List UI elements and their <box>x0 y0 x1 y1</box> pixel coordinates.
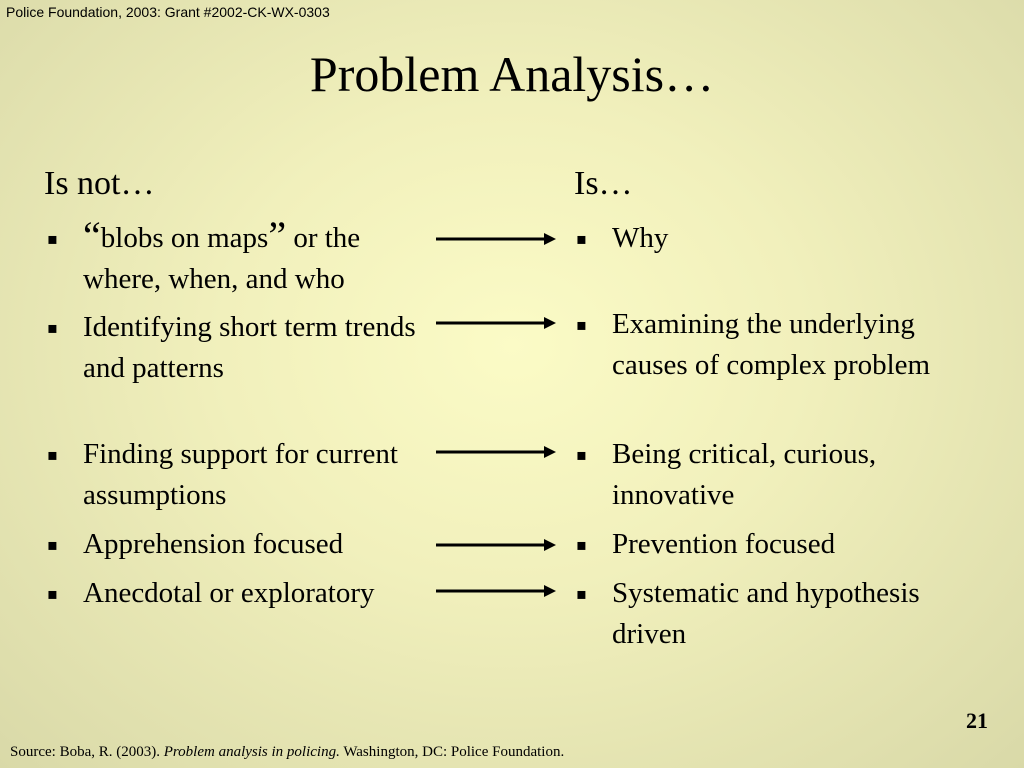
right-arrow-icon <box>436 233 556 245</box>
bullet-text: Identifying short term trends and patter… <box>83 311 416 384</box>
left-bullet-2: ▪ Identifying short term trends and patt… <box>47 307 423 389</box>
bullet-marker: ▪ <box>47 318 58 337</box>
bullet-marker: ▪ <box>576 584 587 603</box>
bullet-text: Systematic and hypothesis driven <box>612 577 920 650</box>
page-number: 21 <box>966 708 988 733</box>
right-bullet-3: ▪ Being critical, curious, innovative <box>576 434 992 516</box>
right-arrow-icon <box>436 585 556 597</box>
right-arrow-icon <box>436 317 556 329</box>
left-bullet-1: ▪ “blobs on maps” or the where, when, an… <box>47 216 423 300</box>
bullet-text: Why <box>612 222 669 254</box>
open-quote: “ <box>83 213 101 258</box>
bullet-marker: ▪ <box>47 445 58 464</box>
source-suffix: Washington, DC: Police Foundation. <box>339 744 565 760</box>
bullet-marker: ▪ <box>576 315 587 334</box>
right-bullet-2: ▪ Examining the underlying causes of com… <box>576 304 992 386</box>
right-bullet-4: ▪ Prevention focused <box>576 524 992 565</box>
close-quote: ” <box>268 213 287 258</box>
bullet-text: Finding support for current assumptions <box>83 438 398 511</box>
left-bullet-3: ▪ Finding support for current assumption… <box>47 434 423 516</box>
source-citation: Source: Boba, R. (2003). Problem analysi… <box>10 744 564 761</box>
left-bullet-5: ▪ Anecdotal or exploratory <box>47 573 433 614</box>
header-note: Police Foundation, 2003: Grant #2002-CK-… <box>6 4 330 20</box>
source-title: Problem analysis in policing. <box>163 744 340 760</box>
right-column-heading: Is… <box>574 165 633 202</box>
right-arrow-icon <box>436 539 556 551</box>
bullet-marker: ▪ <box>576 445 587 464</box>
bullet-text: Apprehension focused <box>83 528 344 560</box>
bullet-marker: ▪ <box>47 535 58 554</box>
right-arrow-icon <box>436 446 556 458</box>
bullet-marker: ▪ <box>576 535 587 554</box>
left-column-heading: Is not… <box>44 165 155 202</box>
source-prefix: Source: Boba, R. (2003). <box>10 744 164 760</box>
bullet-text: Examining the underlying causes of compl… <box>612 308 931 381</box>
bullet-marker: ▪ <box>47 584 58 603</box>
bullet-marker: ▪ <box>576 229 587 248</box>
bullet-text: Being critical, curious, innovative <box>612 438 877 511</box>
right-bullet-1: ▪ Why <box>576 218 992 259</box>
bullet-marker: ▪ <box>47 229 58 248</box>
quoted-text: blobs on maps <box>100 222 269 254</box>
bullet-text: or the where, when, and who <box>83 222 361 295</box>
left-bullet-4: ▪ Apprehension focused <box>47 524 428 565</box>
bullet-text: Anecdotal or exploratory <box>83 577 375 609</box>
bullet-text: Prevention focused <box>612 528 836 560</box>
slide-title: Problem Analysis… <box>309 46 715 102</box>
right-bullet-5: ▪ Systematic and hypothesis driven <box>576 573 992 655</box>
